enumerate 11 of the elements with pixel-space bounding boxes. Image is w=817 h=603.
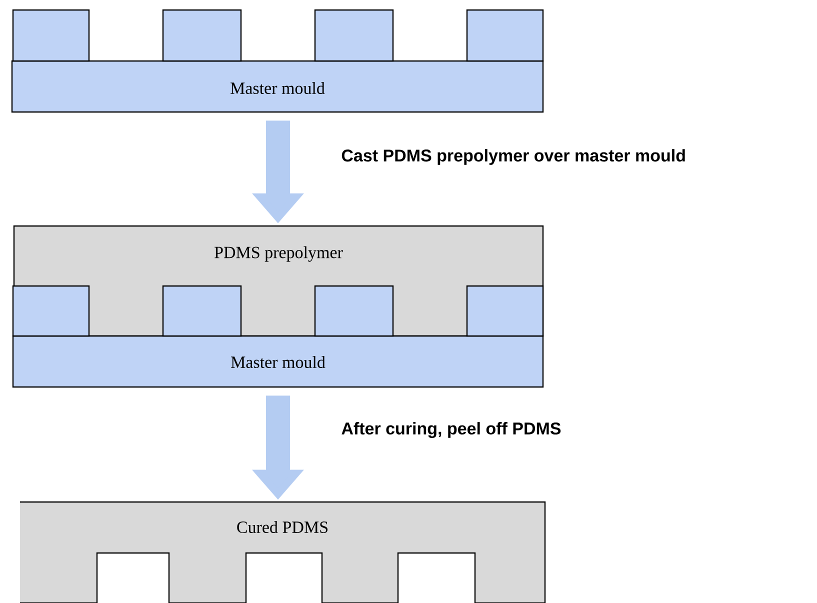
mould-pillar (466, 285, 544, 337)
cured-pdms-block: Cured PDMS (20, 501, 546, 603)
mould-pillar (314, 9, 394, 62)
step-label: Cast PDMS prepolymer over master mould (342, 149, 685, 165)
step-label: After curing, peel off PDMS (342, 422, 561, 438)
mould-pillar (162, 9, 242, 62)
mould-pillar (162, 285, 242, 337)
mould-pillar (12, 9, 90, 62)
mould-pillar (466, 9, 544, 62)
mould-pillar (12, 285, 90, 337)
mould-pillar (314, 285, 394, 337)
